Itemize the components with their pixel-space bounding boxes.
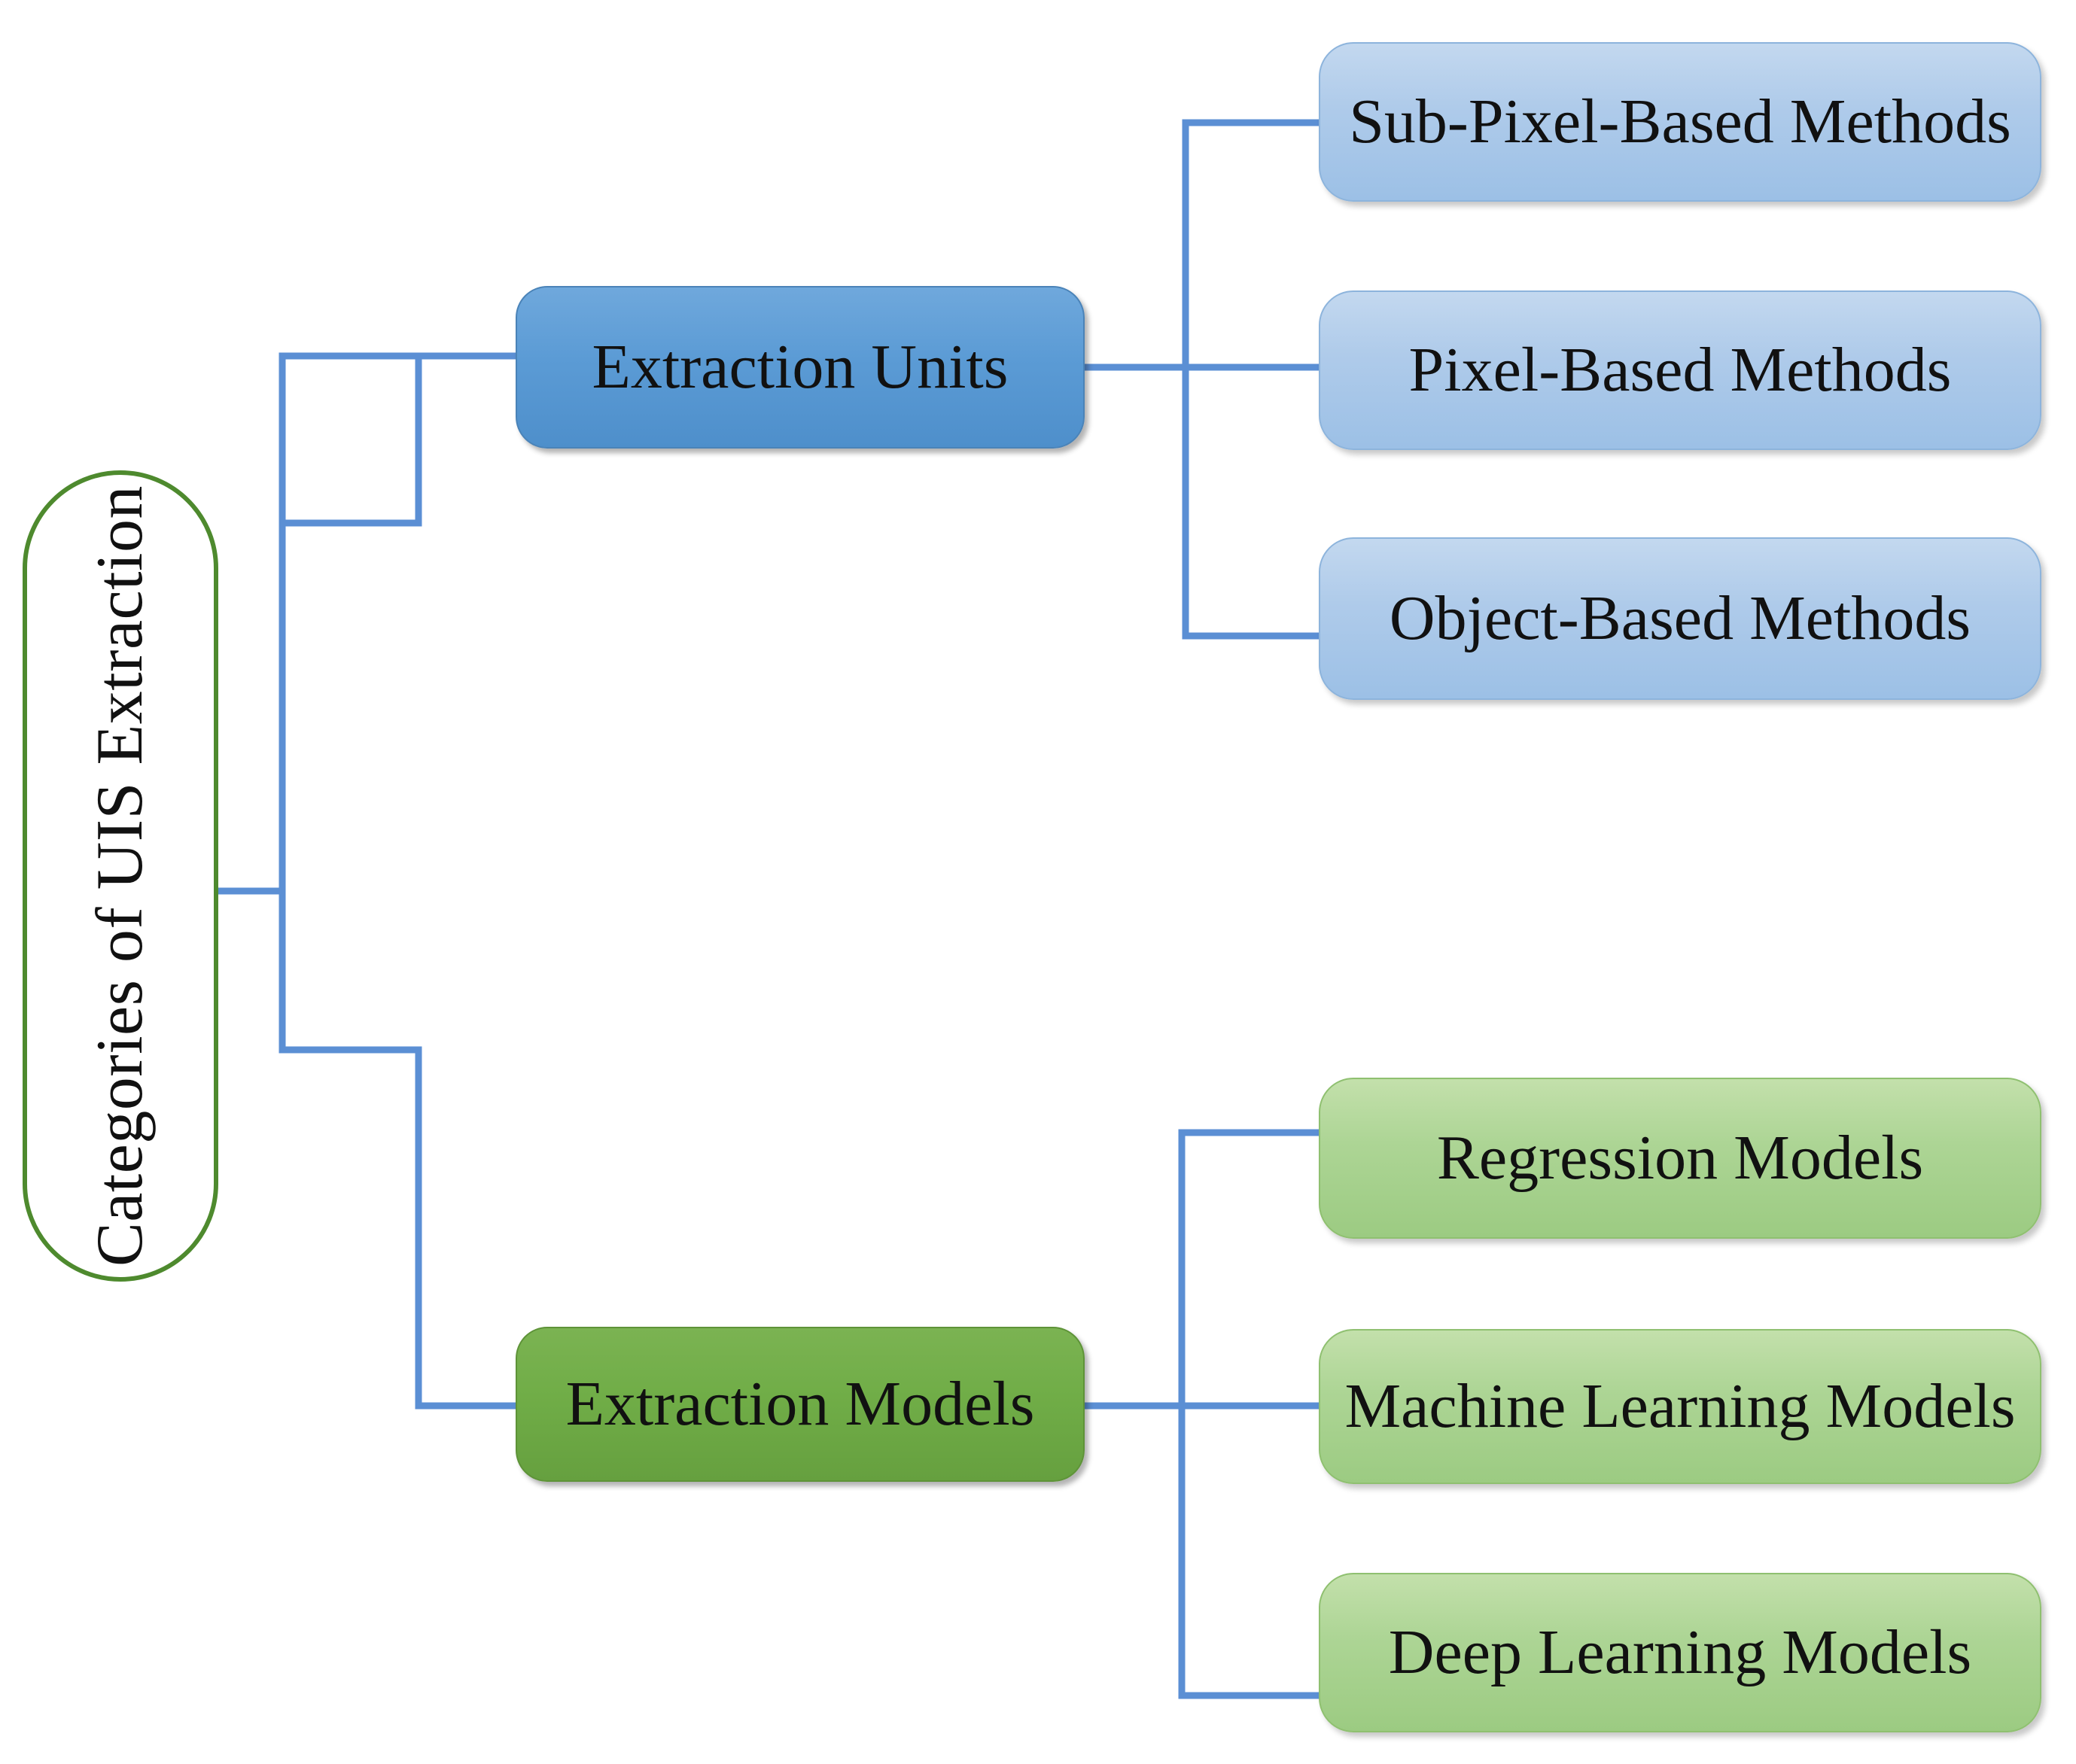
- branch-node-extraction-models[interactable]: Extraction Models: [516, 1327, 1085, 1482]
- root-node[interactable]: Categories of UIS Extraction: [23, 470, 218, 1282]
- branch-node-label: Extraction Models: [565, 1368, 1035, 1439]
- connector-to-extraction-units: [279, 352, 519, 527]
- leaf-node-label: Machine Learning Models: [1344, 1370, 2016, 1441]
- leaf-node-label: Regression Models: [1436, 1122, 1924, 1193]
- branch-node-label: Extraction Units: [592, 331, 1009, 402]
- leaf-node-label: Pixel-Based Methods: [1408, 334, 1952, 405]
- leaf-node-sub-pixel-based-methods[interactable]: Sub-Pixel-Based Methods: [1319, 42, 2041, 202]
- leaf-node-deep-learning-models[interactable]: Deep Learning Models: [1319, 1573, 2041, 1732]
- leaf-node-label: Object-Based Methods: [1389, 582, 1971, 653]
- leaf-node-label: Sub-Pixel-Based Methods: [1349, 86, 2011, 157]
- leaf-node-machine-learning-models[interactable]: Machine Learning Models: [1319, 1329, 2041, 1484]
- leaf-node-label: Deep Learning Models: [1388, 1616, 1972, 1687]
- connector-to-extraction-models: [279, 1046, 519, 1410]
- branch-node-extraction-units[interactable]: Extraction Units: [516, 286, 1085, 449]
- root-node-label: Categories of UIS Extraction: [83, 485, 157, 1267]
- leaf-node-pixel-based-methods[interactable]: Pixel-Based Methods: [1319, 290, 2041, 450]
- leaf-node-regression-models[interactable]: Regression Models: [1319, 1078, 2041, 1239]
- leaf-node-object-based-methods[interactable]: Object-Based Methods: [1319, 537, 2041, 700]
